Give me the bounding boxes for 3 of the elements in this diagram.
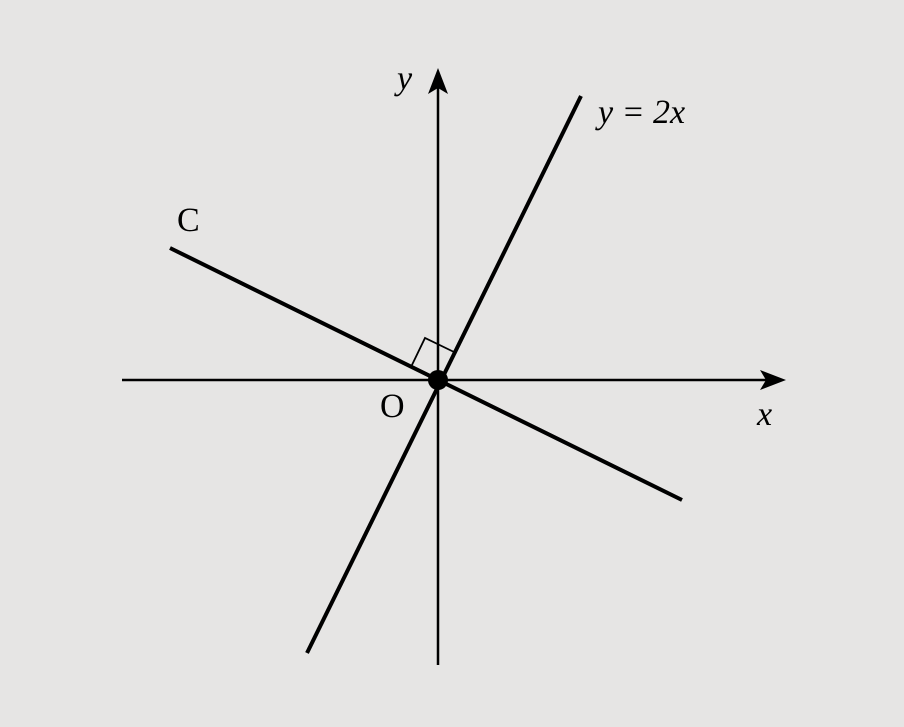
origin-label: O	[380, 390, 405, 424]
line-label: C	[177, 204, 200, 238]
axis-label: x	[757, 398, 772, 432]
